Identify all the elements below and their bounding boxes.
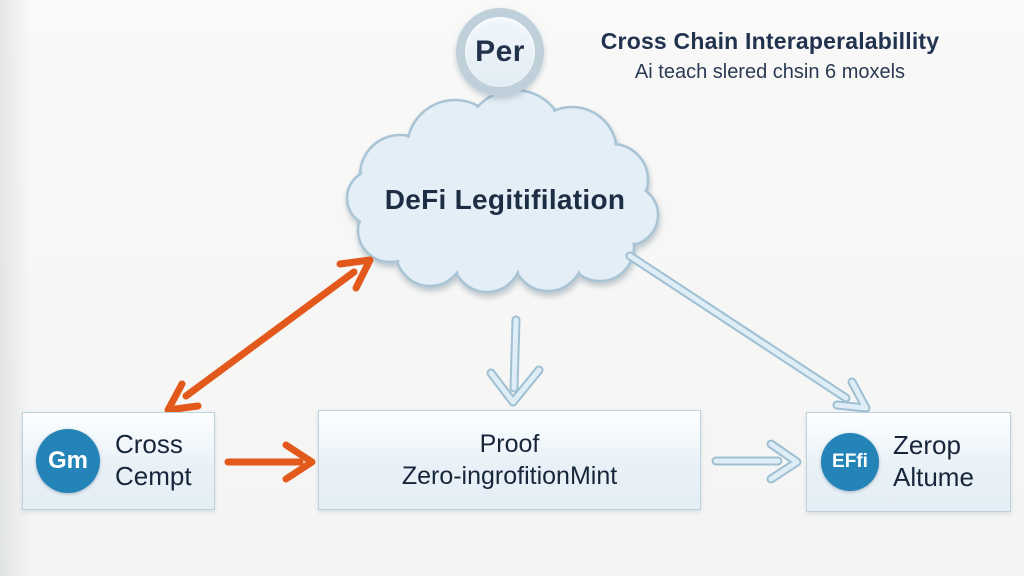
node-proof-mint: Proof Zero-ingrofitionMint: [318, 410, 701, 510]
cross-cempt-label-line1: Cross: [115, 429, 183, 460]
arrow-cloud-to-right: [625, 251, 851, 403]
zerop-altume-logo-text: EFfi: [832, 451, 868, 472]
page-title: Cross Chain Interaperalabillity: [600, 28, 940, 54]
arrow-middle-to-right-head: [766, 439, 802, 484]
arrow-left-cloud-bidirectional: [182, 268, 358, 400]
zerop-altume-label-line2: Altume: [893, 462, 974, 492]
arrow-bidirectional-top-head: [336, 256, 374, 292]
cross-cempt-label-line2: Cempt: [115, 461, 192, 491]
arrow-cloud-to-middle-head: [486, 365, 544, 407]
cross-cempt-logo-text: Gm: [47, 447, 88, 474]
cross-cempt-logo-icon: Gm: [36, 429, 100, 493]
proof-mint-label-line2: Zero-ingrofitionMint: [401, 462, 618, 490]
per-badge-label: Per: [475, 35, 525, 68]
per-badge: Per: [456, 8, 544, 96]
arrow-bidirectional-bottom-head: [164, 380, 202, 414]
arrow-left-to-middle-head: [282, 441, 316, 483]
arrow-cloud-to-middle: [509, 315, 521, 393]
zerop-altume-logo-icon: EFfi: [821, 433, 879, 491]
proof-mint-label-line1: Proof: [479, 429, 540, 458]
header: Cross Chain Interaperalabillity Ai teach…: [590, 28, 950, 84]
proof-mint-label: Proof Zero-ingrofitionMint: [402, 428, 617, 493]
cloud-label: DeFi Legitifilation: [384, 184, 626, 215]
node-cross-cempt: Gm Cross Cempt: [22, 412, 215, 510]
zerop-altume-label: Zerop Altume: [893, 430, 974, 493]
node-zerop-altume: EFfi Zerop Altume: [806, 412, 1011, 512]
arrow-cloud-to-right-head: [832, 377, 871, 413]
cross-cempt-label: Cross Cempt: [115, 429, 192, 492]
zerop-altume-label-line1: Zerop: [893, 430, 961, 461]
page-subtitle: Ai teach slered chsin 6 moxels: [634, 61, 906, 83]
